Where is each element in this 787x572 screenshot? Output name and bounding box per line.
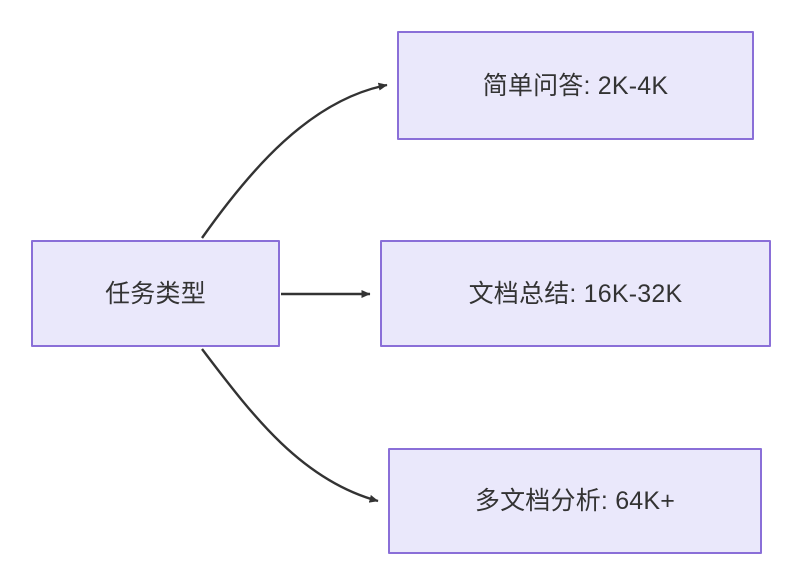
node-label: 文档总结: 16K-32K [468, 279, 683, 308]
node-simple-qa[interactable]: 简单问答: 2K-4K [397, 31, 754, 140]
edge-source-to-task1 [201, 82, 388, 239]
node-task-type[interactable]: 任务类型 [31, 240, 280, 347]
node-multi-document-analysis[interactable]: 多文档分析: 64K+ [388, 448, 762, 554]
edge-source-to-task3 [201, 348, 379, 503]
node-label: 简单问答: 2K-4K [482, 71, 669, 100]
node-label: 任务类型 [105, 279, 206, 308]
node-document-summary[interactable]: 文档总结: 16K-32K [380, 240, 771, 347]
node-label: 多文档分析: 64K+ [474, 487, 676, 515]
